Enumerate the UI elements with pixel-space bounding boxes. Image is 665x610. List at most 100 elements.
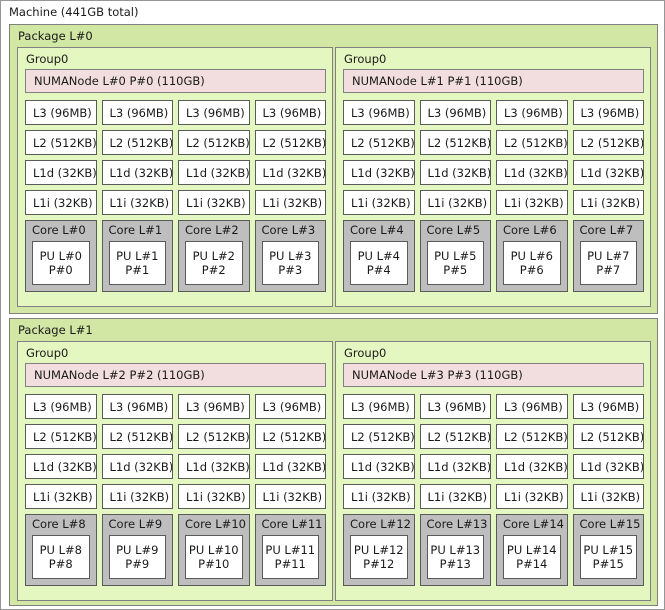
l1d-cache-box[interactable]: L1d (32KB) [572, 160, 644, 185]
pu-box[interactable]: PU L#8 P#8 [32, 535, 90, 579]
core-box[interactable]: Core L#9 PU L#9 P#9 [101, 514, 173, 586]
pu-box[interactable]: PU L#12 P#12 [350, 535, 408, 579]
numanode-box-3[interactable]: NUMANode L#3 P#3 (110GB) [343, 363, 644, 387]
l3-cache-box[interactable]: L3 (96MB) [178, 394, 250, 419]
core-box[interactable]: Core L#3 PU L#3 P#3 [254, 220, 326, 292]
l3-cache-box[interactable]: L3 (96MB) [25, 394, 97, 419]
l1i-cache-box[interactable]: L1i (32KB) [343, 190, 415, 215]
l2-cache-box[interactable]: L2 (512KB) [572, 424, 644, 449]
l1i-cache-box[interactable]: L1i (32KB) [419, 484, 491, 509]
l3-cache-box[interactable]: L3 (96MB) [101, 394, 173, 419]
l1d-cache-box[interactable]: L1d (32KB) [25, 160, 97, 185]
pu-box[interactable]: PU L#14 P#14 [503, 535, 561, 579]
pu-box[interactable]: PU L#6 P#6 [503, 241, 561, 285]
group-box-0-1[interactable]: Group0 NUMANode L#1 P#1 (110GB) L3 (96MB… [335, 47, 651, 307]
pu-box[interactable]: PU L#11 P#11 [261, 535, 319, 579]
l2-cache-box[interactable]: L2 (512KB) [496, 130, 568, 155]
l1d-cache-box[interactable]: L1d (32KB) [178, 454, 250, 479]
l1d-cache-box[interactable]: L1d (32KB) [496, 160, 568, 185]
l2-cache-box[interactable]: L2 (512KB) [101, 130, 173, 155]
l3-cache-box[interactable]: L3 (96MB) [419, 100, 491, 125]
pu-box[interactable]: PU L#15 P#15 [579, 535, 637, 579]
l2-cache-box[interactable]: L2 (512KB) [178, 130, 250, 155]
pu-box[interactable]: PU L#4 P#4 [350, 241, 408, 285]
l1i-cache-box[interactable]: L1i (32KB) [178, 190, 250, 215]
core-box[interactable]: Core L#14 PU L#14 P#14 [496, 514, 568, 586]
numanode-box-2[interactable]: NUMANode L#2 P#2 (110GB) [25, 363, 326, 387]
pu-box[interactable]: PU L#5 P#5 [426, 241, 484, 285]
core-box[interactable]: Core L#15 PU L#15 P#15 [572, 514, 644, 586]
core-box[interactable]: Core L#4 PU L#4 P#4 [343, 220, 415, 292]
core-box[interactable]: Core L#0 PU L#0 P#0 [25, 220, 97, 292]
l1d-cache-box[interactable]: L1d (32KB) [254, 454, 326, 479]
core-box[interactable]: Core L#8 PU L#8 P#8 [25, 514, 97, 586]
l1d-cache-box[interactable]: L1d (32KB) [178, 160, 250, 185]
l2-cache-box[interactable]: L2 (512KB) [419, 424, 491, 449]
l2-cache-box[interactable]: L2 (512KB) [419, 130, 491, 155]
core-box[interactable]: Core L#6 PU L#6 P#6 [496, 220, 568, 292]
l1i-cache-box[interactable]: L1i (32KB) [25, 190, 97, 215]
pu-box[interactable]: PU L#1 P#1 [108, 241, 166, 285]
core-box[interactable]: Core L#11 PU L#11 P#11 [254, 514, 326, 586]
l3-cache-box[interactable]: L3 (96MB) [101, 100, 173, 125]
group-box-0-0[interactable]: Group0 NUMANode L#0 P#0 (110GB) L3 (96MB… [17, 47, 333, 307]
l2-cache-box[interactable]: L2 (512KB) [101, 424, 173, 449]
l3-cache-box[interactable]: L3 (96MB) [25, 100, 97, 125]
pu-box[interactable]: PU L#9 P#9 [108, 535, 166, 579]
l2-cache-box[interactable]: L2 (512KB) [178, 424, 250, 449]
pu-box[interactable]: PU L#10 P#10 [185, 535, 243, 579]
l1d-cache-box[interactable]: L1d (32KB) [343, 160, 415, 185]
l3-cache-box[interactable]: L3 (96MB) [572, 100, 644, 125]
l1i-cache-box[interactable]: L1i (32KB) [572, 190, 644, 215]
pu-box[interactable]: PU L#0 P#0 [32, 241, 90, 285]
l1d-cache-box[interactable]: L1d (32KB) [572, 454, 644, 479]
l1i-cache-box[interactable]: L1i (32KB) [496, 484, 568, 509]
l2-cache-box[interactable]: L2 (512KB) [25, 424, 97, 449]
l3-cache-box[interactable]: L3 (96MB) [254, 394, 326, 419]
package-box-0[interactable]: Package L#0 Group0 NUMANode L#0 P#0 (110… [9, 24, 658, 314]
l1d-cache-box[interactable]: L1d (32KB) [419, 454, 491, 479]
package-box-1[interactable]: Package L#1 Group0 NUMANode L#2 P#2 (110… [9, 318, 658, 606]
l2-cache-box[interactable]: L2 (512KB) [254, 424, 326, 449]
l1i-cache-box[interactable]: L1i (32KB) [419, 190, 491, 215]
core-box[interactable]: Core L#12 PU L#12 P#12 [343, 514, 415, 586]
core-box[interactable]: Core L#13 PU L#13 P#13 [419, 514, 491, 586]
core-box[interactable]: Core L#7 PU L#7 P#7 [572, 220, 644, 292]
l1i-cache-box[interactable]: L1i (32KB) [178, 484, 250, 509]
l2-cache-box[interactable]: L2 (512KB) [254, 130, 326, 155]
l3-cache-box[interactable]: L3 (96MB) [572, 394, 644, 419]
pu-box[interactable]: PU L#7 P#7 [579, 241, 637, 285]
core-box[interactable]: Core L#1 PU L#1 P#1 [101, 220, 173, 292]
group-box-1-0[interactable]: Group0 NUMANode L#2 P#2 (110GB) L3 (96MB… [17, 341, 333, 601]
l1i-cache-box[interactable]: L1i (32KB) [101, 190, 173, 215]
core-box[interactable]: Core L#5 PU L#5 P#5 [419, 220, 491, 292]
l3-cache-box[interactable]: L3 (96MB) [254, 100, 326, 125]
l2-cache-box[interactable]: L2 (512KB) [343, 424, 415, 449]
l1d-cache-box[interactable]: L1d (32KB) [254, 160, 326, 185]
l3-cache-box[interactable]: L3 (96MB) [496, 394, 568, 419]
pu-box[interactable]: PU L#2 P#2 [185, 241, 243, 285]
numanode-box-0[interactable]: NUMANode L#0 P#0 (110GB) [25, 69, 326, 93]
l1d-cache-box[interactable]: L1d (32KB) [419, 160, 491, 185]
l2-cache-box[interactable]: L2 (512KB) [343, 130, 415, 155]
core-box[interactable]: Core L#10 PU L#10 P#10 [178, 514, 250, 586]
l2-cache-box[interactable]: L2 (512KB) [25, 130, 97, 155]
core-box[interactable]: Core L#2 PU L#2 P#2 [178, 220, 250, 292]
l1i-cache-box[interactable]: L1i (32KB) [101, 484, 173, 509]
pu-box[interactable]: PU L#3 P#3 [261, 241, 319, 285]
l1i-cache-box[interactable]: L1i (32KB) [254, 484, 326, 509]
l1i-cache-box[interactable]: L1i (32KB) [25, 484, 97, 509]
l3-cache-box[interactable]: L3 (96MB) [178, 100, 250, 125]
l2-cache-box[interactable]: L2 (512KB) [496, 424, 568, 449]
l2-cache-box[interactable]: L2 (512KB) [572, 130, 644, 155]
l1d-cache-box[interactable]: L1d (32KB) [343, 454, 415, 479]
l1d-cache-box[interactable]: L1d (32KB) [25, 454, 97, 479]
l1d-cache-box[interactable]: L1d (32KB) [101, 160, 173, 185]
l1d-cache-box[interactable]: L1d (32KB) [101, 454, 173, 479]
l1i-cache-box[interactable]: L1i (32KB) [254, 190, 326, 215]
l3-cache-box[interactable]: L3 (96MB) [496, 100, 568, 125]
l1d-cache-box[interactable]: L1d (32KB) [496, 454, 568, 479]
pu-box[interactable]: PU L#13 P#13 [426, 535, 484, 579]
l3-cache-box[interactable]: L3 (96MB) [343, 100, 415, 125]
l1i-cache-box[interactable]: L1i (32KB) [572, 484, 644, 509]
